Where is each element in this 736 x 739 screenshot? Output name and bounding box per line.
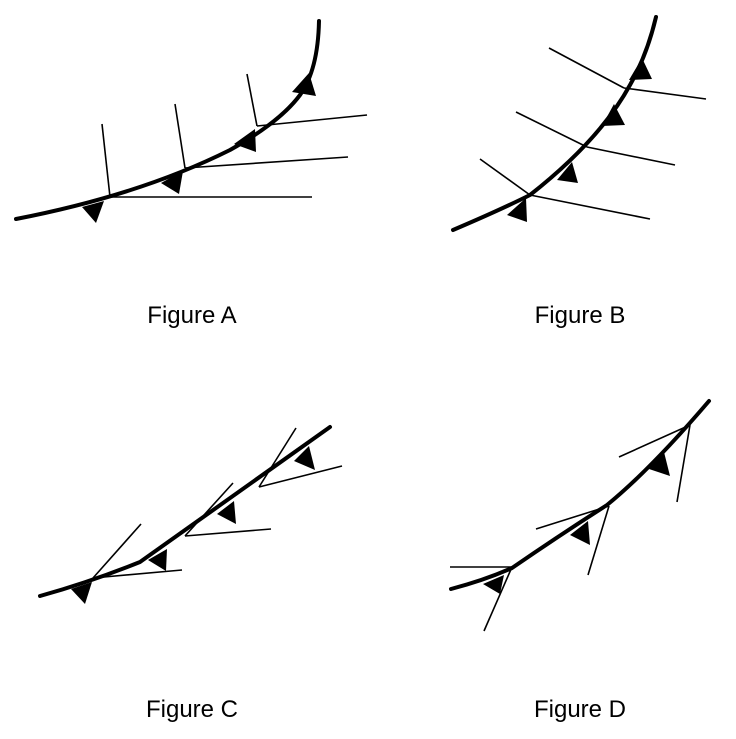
figure-c-tooth-1 xyxy=(71,582,92,604)
figure-b-teeth xyxy=(507,58,652,222)
figure-a-cross-lines xyxy=(101,73,368,198)
figure-a-tooth-1 xyxy=(82,201,104,223)
figure-a-line-3 xyxy=(174,103,186,169)
figure-d-teeth xyxy=(483,452,670,594)
figure-a-thrust-front xyxy=(14,19,321,221)
figure-a-line-6 xyxy=(256,114,368,127)
figure-a-line-1 xyxy=(101,123,111,198)
figure-b-line-1 xyxy=(479,158,531,196)
figure-c-thrust-front xyxy=(38,425,332,598)
figure-c-diagram xyxy=(38,425,343,604)
figure-d-line-6 xyxy=(676,424,691,503)
figure-b-tooth-2 xyxy=(557,162,578,183)
figure-c-teeth xyxy=(71,446,315,604)
figure-c-line-3 xyxy=(184,482,234,537)
figure-d-line-3 xyxy=(535,505,610,530)
figure-d-tooth-1 xyxy=(483,575,504,594)
figure-b-cross-lines xyxy=(479,47,707,220)
figure-a-tooth-4 xyxy=(292,73,316,96)
figure-c-tooth-3 xyxy=(217,501,236,524)
figure-a-teeth xyxy=(82,73,316,223)
figure-b-line-6 xyxy=(623,87,707,100)
figure-b-thrust-front xyxy=(451,15,658,232)
figure-d-thrust-front xyxy=(449,399,711,591)
figure-b-line-5 xyxy=(548,47,625,89)
figure-b-tooth-1 xyxy=(507,198,527,222)
figure-b-label: Figure B xyxy=(534,302,626,329)
figure-c-cross-lines xyxy=(92,427,343,579)
figure-a-line-5 xyxy=(246,73,258,127)
figure-b-line-3 xyxy=(515,111,588,148)
figure-c-line-5 xyxy=(258,427,297,488)
figure-b-tooth-4 xyxy=(629,58,652,80)
figure-a-tooth-2 xyxy=(161,171,183,194)
figure-b-line-4 xyxy=(586,146,676,166)
figure-a-tooth-3 xyxy=(234,129,256,152)
figure-b-diagram xyxy=(451,15,707,232)
figure-b-line-2 xyxy=(529,194,651,220)
figure-a-diagram xyxy=(14,19,368,223)
figure-d-line-2 xyxy=(483,566,513,632)
figure-d-tooth-3 xyxy=(649,452,670,476)
figure-d-cross-lines xyxy=(450,424,691,632)
figure-d-label: Figure D xyxy=(533,696,627,723)
figure-d-line-4 xyxy=(587,505,610,576)
figure-c-tooth-4 xyxy=(294,446,315,470)
figure-c-line-6 xyxy=(258,465,343,488)
figure-d-diagram xyxy=(449,399,711,632)
figure-c-line-2 xyxy=(92,569,183,579)
figure-b-tooth-3 xyxy=(602,104,625,126)
figure-a-label: Figure A xyxy=(147,302,237,329)
figure-c-tooth-2 xyxy=(148,549,167,571)
figure-c-line-4 xyxy=(184,528,272,537)
figure-a-line-4 xyxy=(184,156,349,169)
figure-c-label: Figure C xyxy=(145,696,239,723)
figure-d-line-5 xyxy=(618,424,691,458)
figure-d-tooth-2 xyxy=(570,521,590,545)
figure-c-line-1 xyxy=(92,523,142,579)
